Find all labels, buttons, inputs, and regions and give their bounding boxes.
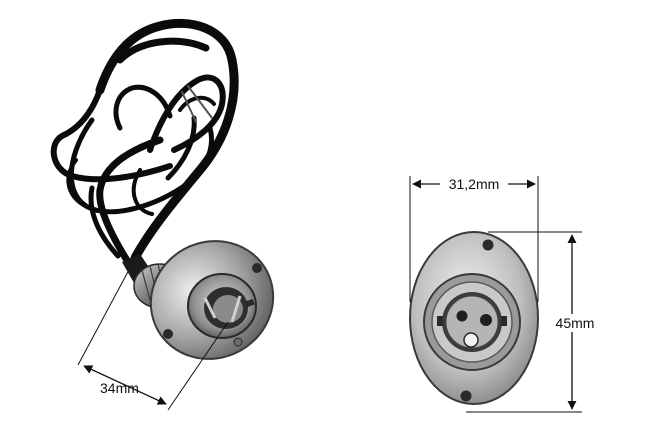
contact-pin <box>456 310 468 322</box>
dimension-diameter: 34mm <box>77 267 229 411</box>
dimension-label-width: 31,2mm <box>449 176 500 192</box>
lamp-holder-side-view <box>50 18 275 360</box>
dimension-label-height: 45mm <box>556 315 595 331</box>
front-socket <box>423 273 521 371</box>
screw-hole <box>163 329 173 339</box>
dimension-width: 31,2mm <box>409 175 539 302</box>
contact-pin <box>480 314 492 326</box>
lamp-holder-front-view <box>409 231 539 405</box>
dimension-height: 45mm <box>466 231 602 413</box>
contact-pin <box>463 332 479 348</box>
front-screw-hole-bottom <box>460 390 472 402</box>
bulb-socket-opening <box>187 273 257 347</box>
front-screw-hole-top <box>482 239 494 251</box>
cable-coil <box>50 18 239 266</box>
dimension-label-diameter: 34mm <box>100 380 139 396</box>
screw-hole <box>252 263 262 273</box>
